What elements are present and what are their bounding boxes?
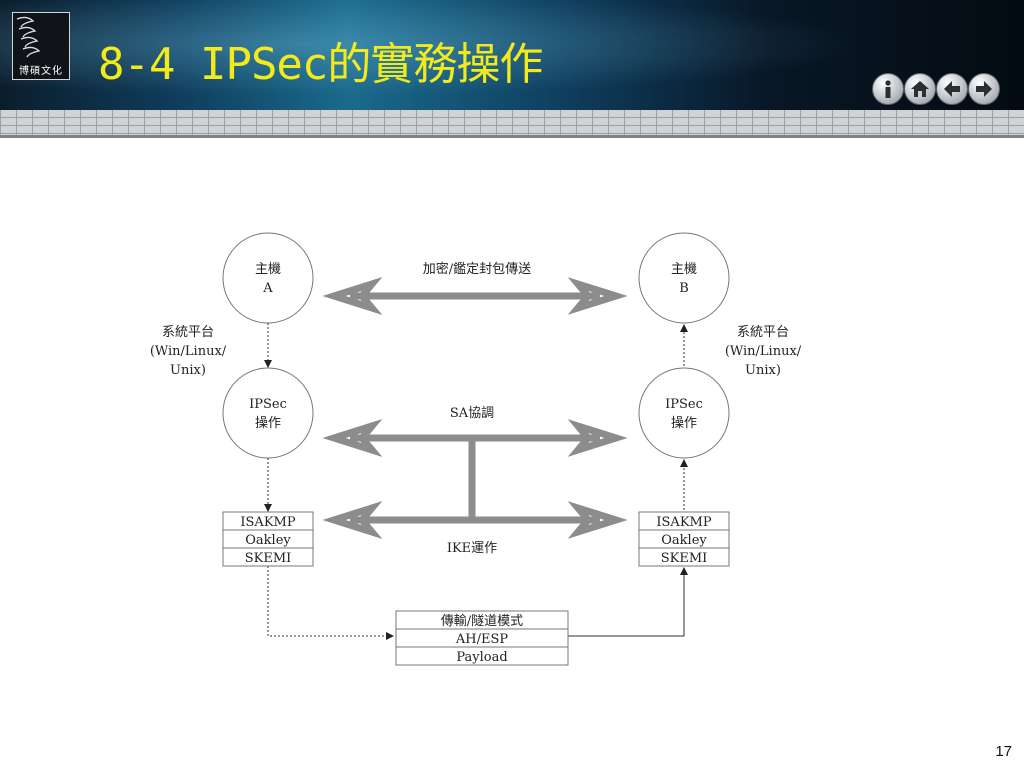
host-b-label-2: B (679, 281, 689, 296)
stack-right-item: Oakley (661, 533, 707, 548)
page-title: 8-4 IPSec的實務操作 (98, 39, 543, 90)
host-b-label-1: 主機 (671, 262, 697, 277)
host-b-circle (638, 232, 730, 324)
ipsec-b-circle (638, 367, 730, 459)
sa-double-arrow (322, 419, 628, 457)
back-icon[interactable] (936, 73, 968, 105)
bottom-to-stack-b-arrow (568, 567, 688, 637)
stack-bottom-item: 傳輸/隧道模式 (441, 613, 523, 629)
info-icon[interactable] (872, 73, 904, 105)
platform-left-line-2: (Win/Linux/ (150, 344, 227, 359)
stack-right: ISAKMP Oakley SKEMI (638, 511, 730, 567)
host-a-label-1: 主機 (255, 262, 281, 277)
ipsec-b-label-2: 操作 (671, 415, 697, 431)
ipsec-b-label-1: IPSec (665, 397, 703, 412)
encryption-double-arrow (322, 277, 628, 315)
ipsec-a-circle (222, 367, 314, 459)
stack-left: ISAKMP Oakley SKEMI (222, 511, 314, 567)
platform-right-line-1: 系統平台 (737, 325, 789, 340)
stack-left-item: SKEMI (245, 551, 292, 566)
home-icon[interactable] (904, 73, 936, 105)
stack-bottom-item: AH/ESP (455, 632, 509, 647)
forward-icon[interactable] (968, 73, 1000, 105)
stack-left-item: Oakley (245, 533, 291, 548)
platform-right-line-3: Unix) (745, 363, 781, 378)
stack-right-item: ISAKMP (656, 515, 711, 530)
ike-double-arrow (322, 501, 628, 539)
header-banner: 博碩文化 8-4 IPSec的實務操作 (0, 0, 1024, 110)
ike-label: IKE運作 (447, 541, 497, 556)
stack-a-to-bottom-arrow (267, 566, 394, 640)
host-a-label-2: A (262, 281, 273, 296)
page-number: 17 (995, 743, 1012, 760)
platform-left-line-3: Unix) (170, 363, 206, 378)
ipsec-a-label-1: IPSec (249, 397, 287, 412)
sa-label: SA協調 (450, 406, 494, 421)
platform-left-line-1: 系統平台 (162, 325, 214, 340)
logo-mark-icon (16, 16, 41, 58)
stack-bottom-item: Payload (456, 650, 507, 665)
stack-bottom: 傳輸/隧道模式 AH/ESP Payload (395, 610, 569, 666)
logo-text: 博碩文化 (19, 66, 63, 77)
publisher-logo: 博碩文化 (12, 12, 70, 80)
encryption-label: 加密/鑑定封包傳送 (423, 261, 531, 277)
stack-left-item: ISAKMP (240, 515, 295, 530)
host-a-circle (222, 232, 314, 324)
ipsec-a-label-2: 操作 (255, 415, 281, 431)
platform-right-line-2: (Win/Linux/ (725, 344, 802, 359)
header-glow (0, 0, 1024, 110)
stack-right-item: SKEMI (661, 551, 708, 566)
header-grid-strip (0, 110, 1024, 138)
